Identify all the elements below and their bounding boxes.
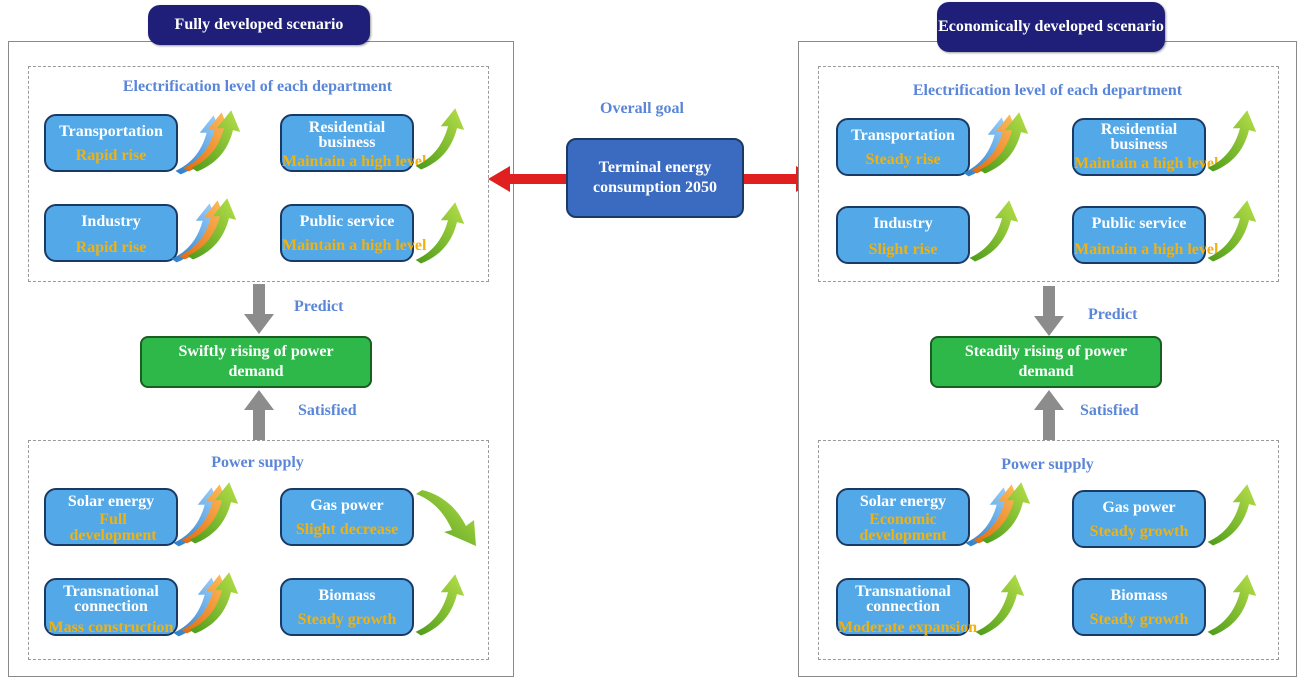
right-card-industry: Industry Slight rise bbox=[836, 206, 970, 264]
left-electrification-title: Electrification level of each department bbox=[122, 78, 393, 95]
right-card-biomass: Biomass Steady growth bbox=[1072, 578, 1206, 636]
green-arrow-icon bbox=[415, 574, 465, 636]
left-electrification-section bbox=[28, 66, 489, 282]
card-name: Biomass bbox=[1110, 587, 1168, 604]
card-status: Maintain a high level bbox=[1074, 155, 1219, 172]
green-arrow-icon bbox=[1207, 484, 1257, 546]
left-card-transnational: Transnational connection Mass constructi… bbox=[44, 578, 178, 636]
green-arrow-icon bbox=[1207, 110, 1257, 172]
demand-text: Steadily rising of power demand bbox=[964, 343, 1128, 380]
green-arrow-icon bbox=[975, 574, 1025, 636]
left-card-public-service: Public service Maintain a high level bbox=[280, 204, 427, 262]
left-power-supply-title: Power supply bbox=[211, 454, 304, 471]
right-card-public-service: Public service Maintain a high level bbox=[1072, 206, 1219, 264]
right-electrification-title: Electrification level of each department bbox=[912, 82, 1183, 99]
right-power-supply-section bbox=[818, 440, 1279, 660]
overall-goal-label: Overall goal bbox=[600, 100, 684, 117]
green-arrow-icon bbox=[1207, 574, 1257, 636]
right-card-gas: Gas power Steady growth bbox=[1072, 490, 1206, 548]
card-status: Slight decrease bbox=[295, 521, 399, 538]
right-card-transportation: Transportation Steady rise bbox=[836, 118, 970, 176]
card-status: Steady rise bbox=[865, 151, 941, 168]
predict-down-arrow-icon bbox=[1034, 286, 1064, 336]
goal-text: Terminal energy consumption 2050 bbox=[592, 159, 718, 196]
multi-arrow-icon bbox=[963, 112, 1029, 177]
card-status: Full development bbox=[69, 511, 157, 544]
multi-arrow-icon bbox=[965, 482, 1031, 547]
multi-arrow-icon bbox=[175, 110, 241, 175]
green-arrow-icon bbox=[969, 200, 1019, 262]
overall-goal-box: Terminal energy consumption 2050 bbox=[566, 138, 744, 218]
card-status: Steady growth bbox=[1089, 611, 1189, 628]
right-demand-box: Steadily rising of power demand bbox=[930, 336, 1162, 388]
left-card-residential: Residential business Maintain a high lev… bbox=[280, 114, 427, 172]
satisfied-up-arrow-icon bbox=[244, 390, 274, 440]
green-arrow-icon bbox=[415, 202, 465, 264]
card-name: Industry bbox=[873, 215, 933, 232]
card-name: Industry bbox=[81, 213, 141, 230]
card-name: Transnational connection bbox=[855, 583, 951, 615]
left-card-transportation: Transportation Rapid rise bbox=[44, 114, 178, 172]
left-satisfied-label: Satisfied bbox=[298, 402, 357, 419]
card-status: Maintain a high level bbox=[1074, 241, 1219, 258]
card-name: Public service bbox=[1091, 215, 1187, 232]
card-name: Solar energy bbox=[859, 493, 947, 510]
right-scenario-title: Economically developed scenario bbox=[937, 2, 1165, 52]
card-status: Rapid rise bbox=[75, 239, 147, 256]
card-status: Rapid rise bbox=[75, 147, 147, 164]
left-card-biomass: Biomass Steady growth bbox=[280, 578, 414, 636]
card-name: Transportation bbox=[851, 127, 955, 144]
left-card-gas: Gas power Slight decrease bbox=[280, 488, 414, 546]
card-name: Transnational connection bbox=[63, 583, 159, 615]
left-card-industry: Industry Rapid rise bbox=[44, 204, 178, 262]
card-status: Moderate expansion bbox=[838, 619, 978, 636]
left-card-solar: Solar energy Full development bbox=[44, 488, 178, 546]
card-status: Mass construction bbox=[48, 619, 174, 636]
right-satisfied-label: Satisfied bbox=[1080, 402, 1139, 419]
card-name: Transportation bbox=[59, 123, 163, 140]
card-name: Residential business bbox=[1100, 121, 1178, 153]
card-name: Solar energy bbox=[67, 493, 155, 510]
right-card-transnational: Transnational connection Moderate expans… bbox=[836, 578, 978, 636]
demand-text: Swiftly rising of power demand bbox=[178, 343, 334, 380]
card-status: Steady growth bbox=[297, 611, 397, 628]
right-card-residential: Residential business Maintain a high lev… bbox=[1072, 118, 1219, 176]
card-name: Public service bbox=[299, 213, 395, 230]
left-demand-box: Swiftly rising of power demand bbox=[140, 336, 372, 388]
multi-arrow-icon bbox=[173, 482, 239, 547]
left-power-supply-section bbox=[28, 440, 489, 660]
green-arrow-icon bbox=[1207, 200, 1257, 262]
right-electrification-section bbox=[818, 66, 1279, 282]
card-status: Economic development bbox=[859, 511, 947, 544]
satisfied-up-arrow-icon bbox=[1034, 390, 1064, 440]
down-arrow-icon bbox=[416, 490, 476, 546]
card-status: Steady growth bbox=[1089, 523, 1189, 540]
right-predict-label: Predict bbox=[1088, 306, 1138, 323]
right-power-supply-title: Power supply bbox=[1001, 456, 1094, 473]
card-name: Residential business bbox=[282, 119, 412, 151]
card-name: Gas power bbox=[310, 497, 384, 514]
multi-arrow-icon bbox=[171, 198, 237, 263]
predict-down-arrow-icon bbox=[244, 284, 274, 334]
card-name: Gas power bbox=[1102, 499, 1176, 516]
right-card-solar: Solar energy Economic development bbox=[836, 488, 970, 546]
card-name: Biomass bbox=[318, 587, 376, 604]
left-scenario-title: Fully developed scenario bbox=[148, 5, 370, 45]
card-status: Maintain a high level bbox=[282, 153, 427, 170]
card-name-text: Residential business bbox=[308, 119, 386, 151]
left-predict-label: Predict bbox=[294, 298, 344, 315]
multi-arrow-icon bbox=[173, 572, 239, 637]
card-status: Slight rise bbox=[868, 241, 938, 258]
card-status: Maintain a high level bbox=[282, 237, 427, 254]
green-arrow-icon bbox=[415, 108, 465, 170]
